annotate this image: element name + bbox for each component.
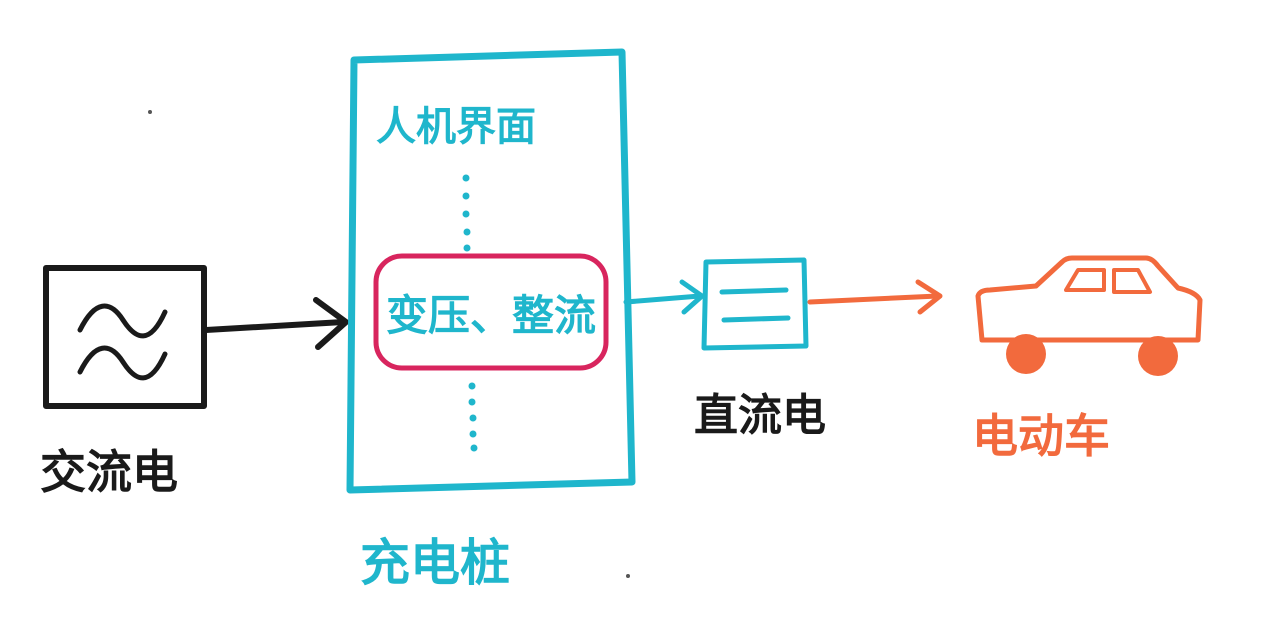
dotted-line-bottom [468,382,478,452]
car-window-front [1064,268,1106,292]
dc-lines-icon [719,287,791,323]
charger-box [346,48,636,494]
arrow-ac-to-charger [203,297,349,350]
arrow-charger-to-dc [623,279,705,315]
ac-source [43,265,207,409]
hmi-label: 人机界面 [376,104,536,150]
conversion-box [373,253,609,371]
charger-label: 充电桩 [360,534,510,592]
ac-label: 交流电 [40,445,178,499]
car-body [975,255,1203,343]
arrow-dc-to-ev [807,279,943,315]
ev-label: 电动车 [972,409,1110,463]
dc-label: 直流电 [694,390,826,441]
dotted-line-top [462,174,471,252]
dc-output-box [701,257,809,351]
car-icon [975,255,1203,376]
sine-wave-icon [77,303,168,381]
stray-dot [626,574,630,578]
conversion-label: 变压、整流 [386,291,596,340]
car-window-rear [1112,268,1152,294]
car-wheel-front [1006,334,1046,374]
dc-output [701,257,809,351]
stray-dot [148,110,152,114]
ac-source-box [43,265,207,409]
car-wheel-rear [1138,336,1178,376]
